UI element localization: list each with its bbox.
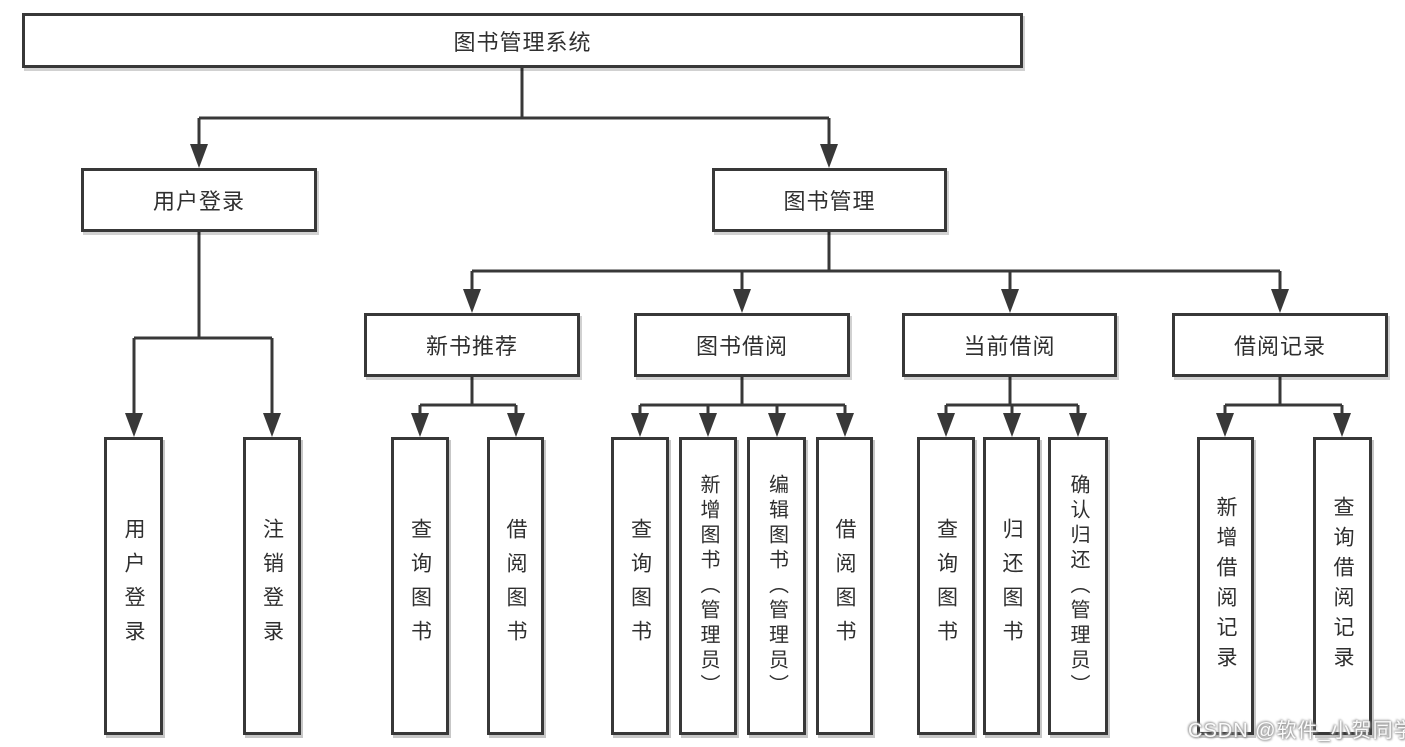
arrowhead <box>263 413 281 437</box>
leaf-add-borrow-record: 新增借阅记录 <box>1197 437 1254 735</box>
node-borrowing-records: 借阅记录 <box>1172 313 1388 377</box>
connector-current-to-leaves <box>937 377 1087 437</box>
arrowhead <box>820 144 838 168</box>
leaf-return-books: 归还图书 <box>983 437 1040 735</box>
arrowhead <box>1271 289 1289 313</box>
node-current-borrowing: 当前借阅 <box>902 313 1117 377</box>
leaf-add-books-admin: 新增图书（管理员） <box>679 437 737 735</box>
leaf-borrow-books-borrowing: 借阅图书 <box>816 437 873 735</box>
arrowhead <box>699 413 717 437</box>
leaf-search-borrow-record: 查询借阅记录 <box>1313 437 1372 735</box>
leaf-logout: 注销登录 <box>243 437 301 735</box>
arrowhead <box>1333 413 1351 437</box>
arrowhead <box>125 413 143 437</box>
leaf-confirm-return-admin: 确认归还（管理员） <box>1048 437 1108 735</box>
connector-userlogin-to-leaves <box>125 232 281 437</box>
node-root-library-system: 图书管理系统 <box>22 13 1023 68</box>
connector-records-to-leaves <box>1216 377 1351 437</box>
arrowhead <box>463 289 481 313</box>
arrowhead <box>937 413 955 437</box>
arrowhead <box>1216 413 1234 437</box>
csdn-watermark: CSDN @软件_小贺同学 <box>1188 720 1405 742</box>
arrowhead <box>190 144 208 168</box>
connector-borrowing-to-leaves <box>631 377 854 437</box>
arrowhead <box>768 413 786 437</box>
leaf-search-books-current: 查询图书 <box>917 437 975 735</box>
connector-newbooks-to-leaves <box>411 377 525 437</box>
node-book-management: 图书管理 <box>712 168 947 232</box>
connector-bookmgmt-to-level3 <box>463 232 1289 313</box>
arrowhead <box>836 413 854 437</box>
arrowhead <box>507 413 525 437</box>
leaf-borrow-books-recommend: 借阅图书 <box>487 437 544 735</box>
node-new-book-recommend: 新书推荐 <box>364 313 580 377</box>
leaf-search-books-borrowing: 查询图书 <box>611 437 669 735</box>
arrowhead <box>411 413 429 437</box>
leaf-user-login: 用户登录 <box>104 437 163 735</box>
leaf-edit-books-admin: 编辑图书（管理员） <box>747 437 806 735</box>
arrowhead <box>733 289 751 313</box>
leaf-search-books-recommend: 查询图书 <box>391 437 449 735</box>
arrowhead <box>1003 413 1021 437</box>
node-book-borrowing: 图书借阅 <box>634 313 850 377</box>
arrowhead <box>1069 413 1087 437</box>
arrowhead <box>631 413 649 437</box>
node-user-login: 用户登录 <box>81 168 317 232</box>
connector-root-to-level2 <box>190 68 838 168</box>
arrowhead <box>1001 289 1019 313</box>
